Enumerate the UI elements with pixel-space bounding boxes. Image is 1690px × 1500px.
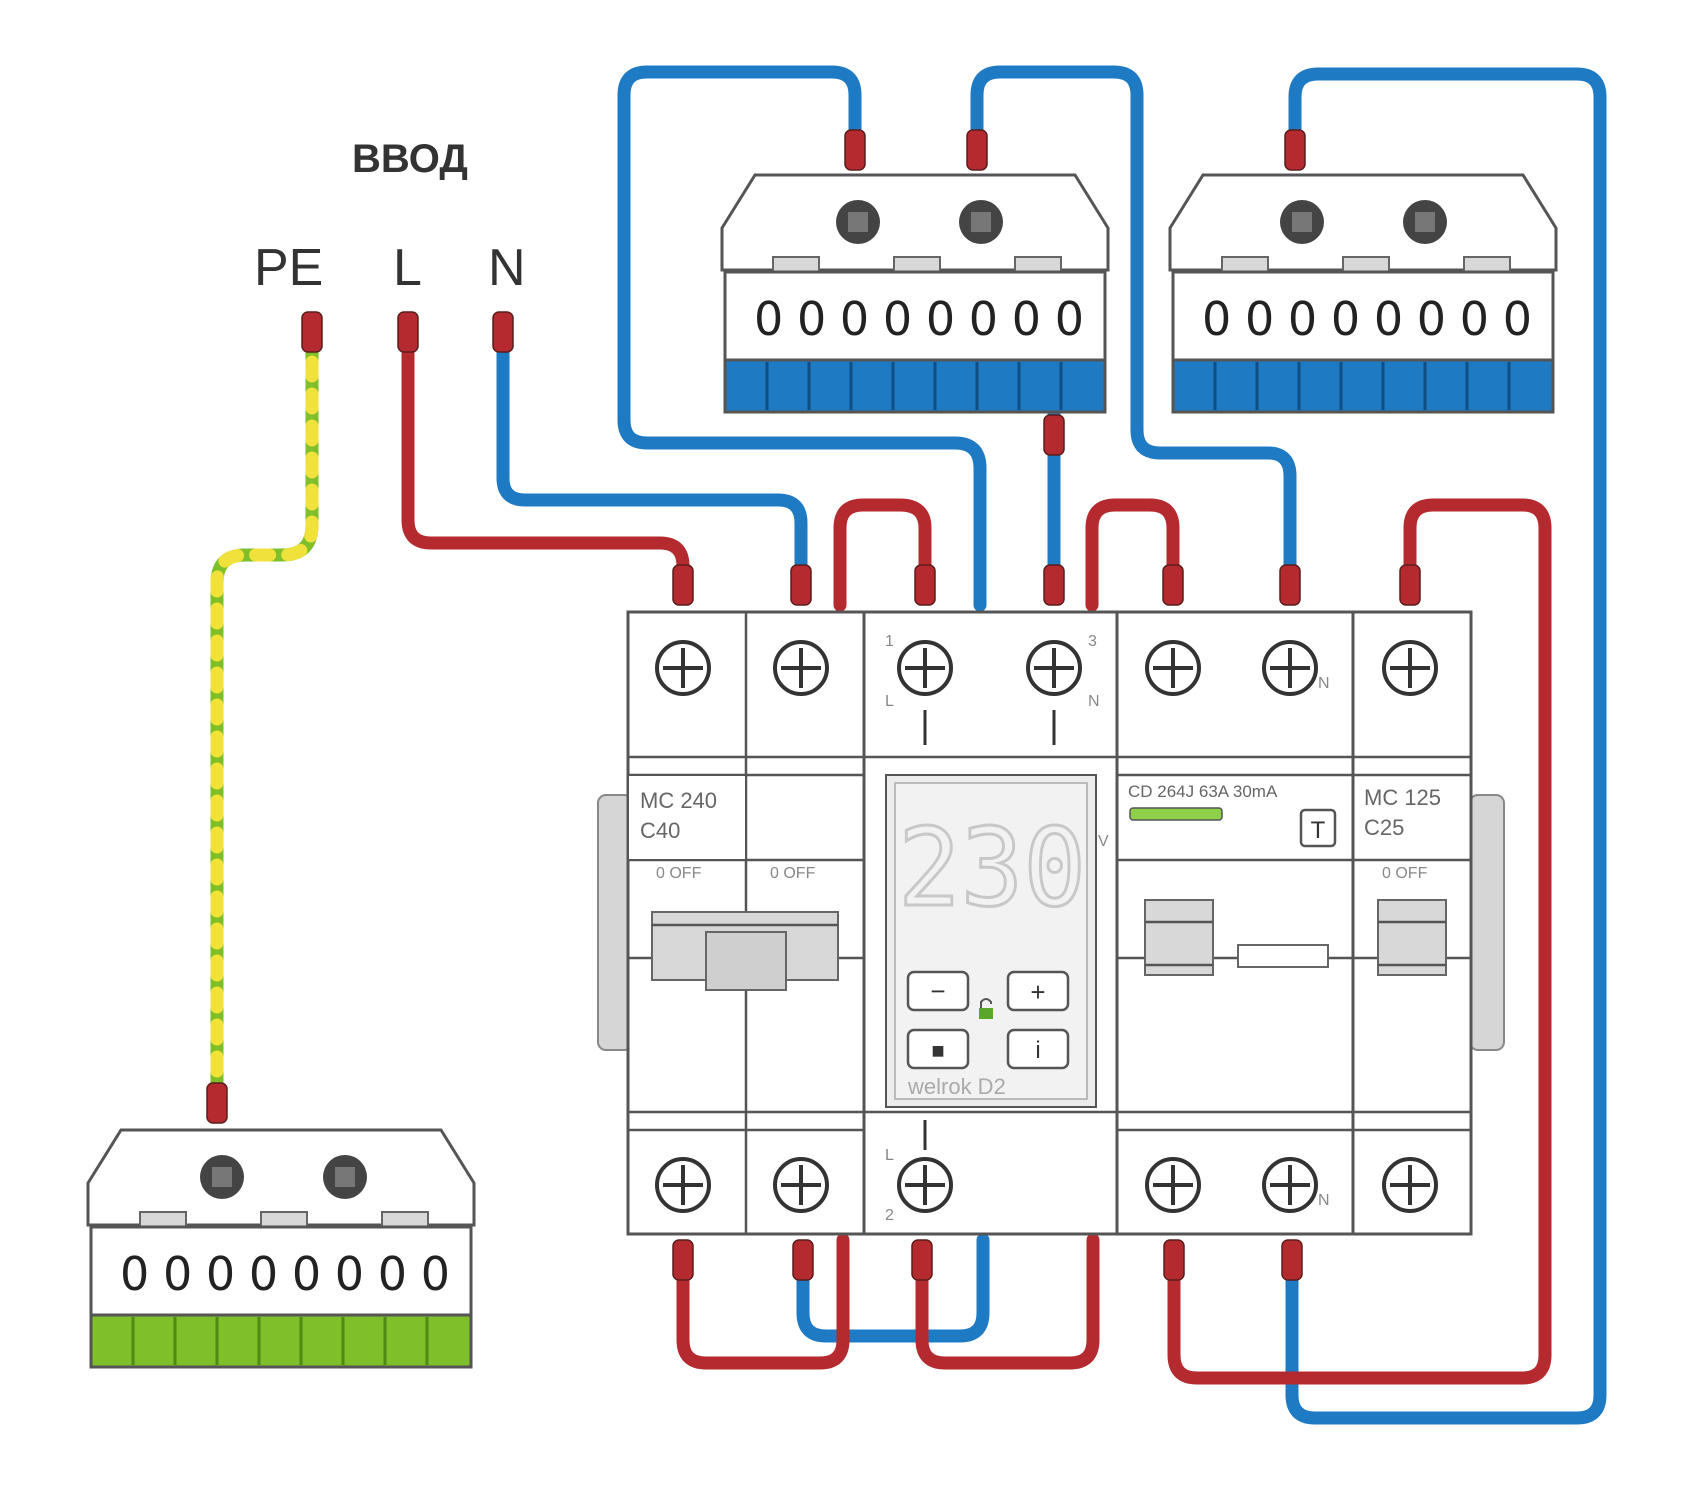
rcbo-test-button[interactable] xyxy=(1299,808,1337,848)
neutral-terminal-block-1: 00000000 xyxy=(720,173,1110,414)
breaker-1p-off: 0 OFF xyxy=(1382,865,1428,882)
phase-wire-relay-to-rcbo xyxy=(1085,498,1180,612)
input-pe-label: PE xyxy=(254,239,323,297)
rcbo-test-label: T xyxy=(1311,817,1326,844)
relay-terminal-1: 1 xyxy=(885,633,894,650)
relay-brand: welrok D2 xyxy=(907,1074,1006,1099)
breaker-1p-handle[interactable] xyxy=(1377,899,1447,976)
relay-plus-button[interactable] xyxy=(1006,970,1070,1012)
neutral-wire-input-n xyxy=(496,323,808,587)
relay-menu-button[interactable] xyxy=(906,1028,970,1070)
breaker-2p-rating: C40 xyxy=(640,818,680,843)
rcbo-n-bottom: N xyxy=(1318,1192,1330,1209)
relay-voltage-unit: V xyxy=(1098,833,1109,850)
relay-minus-button[interactable] xyxy=(906,970,970,1012)
breaker-1p-rating: C25 xyxy=(1364,815,1404,840)
relay-terminal-2: 2 xyxy=(885,1207,894,1224)
rcbo: N N CD 264J 63A 30mA T xyxy=(1115,610,1355,1236)
pe-terminal-block: 00000000 xyxy=(86,1128,476,1369)
relay-minus-label: − xyxy=(930,976,945,1006)
din-rail-right xyxy=(1469,794,1505,1051)
phase-wire-rcbo-to-mcb-top xyxy=(1167,498,1552,1385)
neutral-terminal-block-2: 00000000 xyxy=(1168,173,1558,414)
rcbo-status-indicator xyxy=(1129,807,1223,821)
neutral-wire-bus1-to-breaker xyxy=(617,65,987,612)
relay-menu-label: ■ xyxy=(931,1038,944,1063)
relay-terminal-3-name: N xyxy=(1088,693,1100,710)
input-l-label: L xyxy=(393,239,422,297)
rcbo-n-top: N xyxy=(1318,675,1330,692)
pe-wire-stripes xyxy=(210,323,319,1107)
input-title: ВВОД xyxy=(352,137,468,181)
neutral-wire-breaker-to-relay-bottom xyxy=(796,1233,990,1343)
input-n-label: N xyxy=(488,239,526,297)
relay-terminal-2-name: L xyxy=(885,1147,894,1164)
pe-wire-base xyxy=(210,323,319,1107)
rcbo-handle[interactable] xyxy=(1144,899,1214,976)
rcbo-model: CD 264J 63A 30mA xyxy=(1128,782,1278,801)
phase-wire-relay-bottom-loop xyxy=(915,1233,1100,1370)
breaker-2p: MC 240 C40 0 OFF 0 OFF xyxy=(626,610,866,1236)
breaker-2p-off-right: 0 OFF xyxy=(770,865,816,882)
phase-wire-input-l xyxy=(401,323,690,587)
breaker-2p-off-left: 0 OFF xyxy=(656,865,702,882)
phase-wire-breaker-to-relay-top xyxy=(833,498,932,612)
relay-info-label: i xyxy=(1035,1037,1040,1064)
voltage-relay: 1 L 3 N L 2 230 V − + ■ i welrok D2 xyxy=(862,610,1119,1236)
relay-info-button[interactable] xyxy=(1006,1028,1070,1070)
breaker-1p: MC 125 C25 0 OFF xyxy=(1351,610,1473,1236)
neutral-wire-bus2-to-rcbo-out xyxy=(1285,67,1607,1425)
phase-wire-breaker-bottom-loop xyxy=(676,1233,850,1370)
relay-voltage-display: 230 xyxy=(898,806,1086,931)
relay-lock-icon xyxy=(979,998,993,1019)
breaker-1p-model: MC 125 xyxy=(1364,785,1441,810)
breaker-2p-model: MC 240 xyxy=(640,788,717,813)
relay-terminal-3: 3 xyxy=(1088,633,1097,650)
relay-terminal-1-name: L xyxy=(885,693,894,710)
ferrules xyxy=(206,129,1421,1281)
wires xyxy=(210,65,1607,1425)
relay-plus-label: + xyxy=(1030,977,1045,1007)
neutral-wire-bus1-to-rcbo xyxy=(970,65,1297,587)
